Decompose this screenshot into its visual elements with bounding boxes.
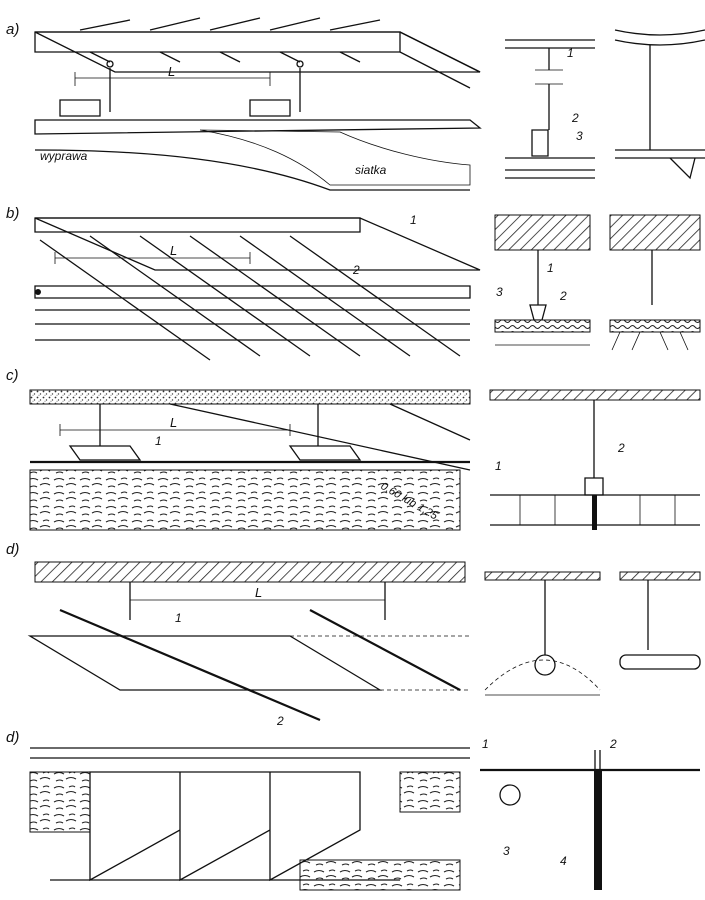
slab-section [34,31,401,53]
dim-line-a [74,72,271,86]
callout-b-3: 3 [496,285,503,299]
callout-c-2: 2 [617,441,625,455]
callout-d2-2: 2 [609,737,617,751]
detail-a1: 1 2 3 [505,39,595,179]
mesh-plaster [199,129,471,186]
detail-a2 [614,29,705,180]
panel-a: a) L wyprawa siatka 1 [6,17,705,191]
slab-d1 [34,561,466,583]
detail-b2 [609,214,701,351]
detail-d2: 1 2 3 4 [480,737,700,890]
tile-field-c [29,469,461,531]
callout-d2-3: 3 [503,844,510,858]
carrier-profiles [59,99,291,117]
slab-b [34,217,361,233]
dim-label-c: L [170,415,177,430]
pipes-d1 [59,608,461,722]
dim-label-a: L [168,64,175,79]
panel-d1-board [27,635,383,691]
siatka-label: siatka [355,163,387,177]
callout-b-2b: 2 [559,289,567,303]
callout-b-1b: 1 [547,261,554,275]
baffles-d2 [50,771,400,882]
panel-label-a: a) [6,21,19,38]
wyprawa-label: wyprawa [40,149,88,163]
mesh-strip-b [34,285,471,299]
dim-line-d1 [129,594,386,606]
detail-d1 [484,571,701,696]
callout-a-3: 3 [576,129,583,143]
plaster-layer [34,119,482,135]
rails-c [68,403,471,471]
parallel-rods-b [39,235,461,361]
callout-d2-1: 1 [482,737,489,751]
dim-line-b [54,252,251,264]
callout-d1-1: 1 [175,611,182,625]
panel-c: c) L 1 0,60 lub 1,25 1 2 [6,367,701,531]
callout-d1-2: 2 [276,714,284,728]
detail-b1: 1 2 3 [494,214,591,346]
hanger-rods [109,68,301,112]
panel-b: b) L 1 2 1 2 3 [6,205,701,361]
panel-label-b: b) [6,205,19,222]
panel-label-d1: d) [6,541,19,558]
callout-b-1: 1 [410,213,417,227]
callout-a-2: 2 [571,111,579,125]
callout-a-1: 1 [567,46,574,60]
callout-d2-4: 4 [560,854,567,868]
panel-label-d2: d) [6,729,19,746]
panel-d1: d) L 1 2 [6,541,701,728]
callout-b-2: 2 [352,263,360,277]
dim-label-d1: L [255,585,262,600]
callout-c-1: 1 [155,434,162,448]
dim-label-b: L [170,243,177,258]
slab-anchors [79,17,381,63]
detail-c: 1 2 [489,389,701,530]
callout-c-1b: 1 [495,459,502,473]
slab-c [29,389,471,405]
panel-d2: d) 1 2 3 4 [6,729,700,891]
panel-label-c: c) [6,367,19,384]
